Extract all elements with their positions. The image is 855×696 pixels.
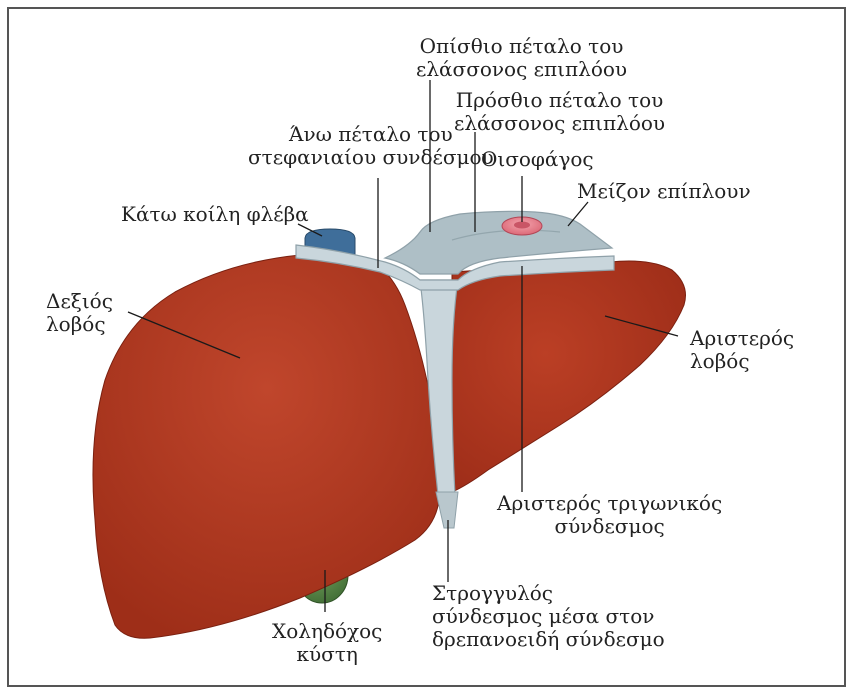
label-left-lobe: Αριστερός λοβός bbox=[690, 327, 794, 373]
label-upper-coronary-ligament: Άνω πέταλο του στεφανιαίου συνδέσμου bbox=[248, 123, 494, 169]
right-lobe-shape bbox=[93, 254, 440, 638]
label-gallbladder: Χοληδόχος κύστη bbox=[272, 620, 382, 666]
label-right-lobe: Δεξιός λοβός bbox=[46, 290, 113, 336]
label-left-triangular-ligament: Αριστερός τριγωνικός σύνδεσμος bbox=[497, 492, 722, 538]
label-posterior-lesser-omentum: Οπίσθιο πέταλο του ελάσσονος επιπλόου bbox=[416, 35, 627, 81]
label-greater-omentum: Μείζον επίπλουν bbox=[577, 180, 751, 203]
label-esophagus: Οισοφάγος bbox=[481, 148, 594, 171]
left-lobe-shape bbox=[452, 261, 686, 492]
label-inferior-vena-cava: Κάτω κοίλη φλέβα bbox=[121, 203, 309, 226]
label-round-ligament: Στρογγυλός σύνδεσμος μέσα στον δρεπανοει… bbox=[432, 582, 665, 651]
round-ligament-shape bbox=[436, 492, 458, 528]
